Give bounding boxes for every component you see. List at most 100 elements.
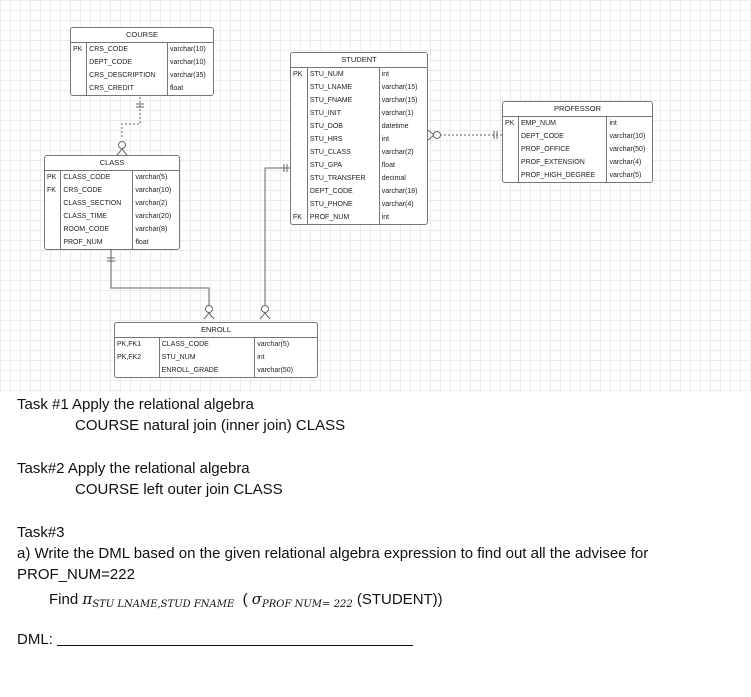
- attribute-type: varchar(2): [135, 200, 168, 207]
- attribute-type: int: [381, 71, 390, 78]
- attribute-name: CLASS_TIME: [60, 210, 134, 223]
- enroll-zero-circle: [261, 305, 269, 313]
- attribute-type: varchar(15): [381, 84, 418, 91]
- attribute-name: CRS_CREDIT: [86, 82, 168, 95]
- connector-student-enroll: [264, 167, 291, 305]
- key-marker: [71, 56, 88, 69]
- key-marker: [71, 82, 88, 95]
- attribute-type: decimal: [381, 175, 406, 182]
- task2-expression: COURSE left outer join CLASS: [75, 481, 283, 498]
- dml-answer-blank[interactable]: [56, 631, 413, 646]
- attribute-name: PROF_EXTENSION: [518, 156, 608, 169]
- attribute-name: EMP_NUM: [518, 117, 608, 130]
- sigma-subscript: PROF NUM= 222: [262, 599, 353, 610]
- attribute-type: varchar(5): [135, 174, 168, 181]
- attribute-name: STU_FNAME: [307, 94, 380, 107]
- key-marker: PK,FK1: [115, 338, 160, 351]
- attribute-name: DEPT_CODE: [86, 56, 168, 69]
- enroll-zero-circle: [205, 305, 213, 313]
- attribute-type: varchar(4): [381, 201, 414, 208]
- key-marker: [503, 130, 519, 143]
- attribute-name: DEPT_CODE: [307, 185, 380, 198]
- attribute-type: varchar(50): [257, 367, 293, 374]
- enroll-crowfoot: [203, 312, 215, 320]
- attribute-type: varchar(18): [381, 188, 418, 195]
- dml-answer-line: DML:: [17, 629, 737, 650]
- attribute-type: float: [135, 239, 149, 246]
- key-marker: PK: [71, 43, 88, 56]
- connector-course-class: [121, 97, 141, 138]
- key-marker: [115, 364, 160, 377]
- attribute-type: varchar(8): [135, 226, 168, 233]
- student-zero-circle: [433, 131, 441, 139]
- attribute-type: int: [381, 214, 390, 221]
- entity-title: ENROLL: [115, 323, 317, 338]
- attribute-type: varchar(10): [169, 46, 206, 53]
- attribute-name: STU_NUM: [159, 351, 256, 364]
- attribute-name: STU_CLASS: [307, 146, 380, 159]
- task2-title: Task#2 Apply the relational algebra: [17, 460, 250, 477]
- attribute-name: STU_LNAME: [307, 81, 380, 94]
- attribute-name: CLASS_SECTION: [60, 197, 134, 210]
- attribute-name: STU_TRANSFER: [307, 172, 380, 185]
- attribute-name: STU_HRS: [307, 133, 380, 146]
- key-marker: [291, 94, 308, 107]
- task1-title: Task #1 Apply the relational algebra: [17, 396, 254, 413]
- key-marker: [291, 120, 308, 133]
- entity-title: COURSE: [71, 28, 213, 43]
- attribute-name: CLASS_CODE: [60, 171, 134, 184]
- attribute-name: PROF_OFFICE: [518, 143, 608, 156]
- pi-symbol: π: [82, 590, 93, 608]
- entity-title: PROFESSOR: [503, 102, 652, 117]
- attribute-type: varchar(15): [381, 97, 418, 104]
- attribute-type: varchar(10): [609, 133, 646, 140]
- attribute-type: varchar(50): [609, 146, 646, 153]
- connector-class-enroll: [110, 250, 210, 305]
- open-paren: (: [242, 591, 248, 608]
- key-marker: [45, 197, 62, 210]
- key-marker: [291, 107, 308, 120]
- task3-title: Task#3: [17, 524, 65, 541]
- attribute-name: ENROLL_GRADE: [159, 364, 256, 377]
- attribute-type: varchar(10): [135, 187, 172, 194]
- attribute-name: PROF_HIGH_DEGREE: [518, 169, 608, 182]
- attribute-name: STU_DOB: [307, 120, 380, 133]
- attribute-name: STU_INIT: [307, 107, 380, 120]
- key-marker: [503, 156, 519, 169]
- key-marker: [291, 198, 308, 211]
- find-word: Find: [49, 591, 79, 608]
- task-text: Task #1 Apply the relational algebra COU…: [17, 394, 737, 650]
- task3-description: a) Write the DML based on the given rela…: [17, 545, 649, 583]
- sigma-symbol: σ: [251, 590, 263, 608]
- entity-title: STUDENT: [291, 53, 427, 68]
- key-marker: FK: [291, 211, 308, 224]
- key-marker: [503, 169, 519, 182]
- key-marker: [291, 81, 308, 94]
- attribute-name: CLASS_CODE: [159, 338, 256, 351]
- attribute-type: varchar(1): [381, 110, 414, 117]
- attribute-name: STU_PHONE: [307, 198, 380, 211]
- key-marker: [45, 223, 62, 236]
